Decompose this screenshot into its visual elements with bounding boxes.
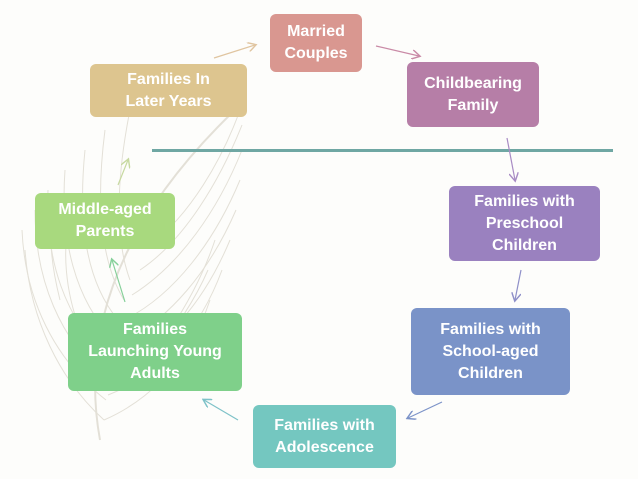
- stage-later-years: Families In Later Years: [90, 64, 247, 117]
- arrow-middleaged-to-lateryears: [117, 160, 128, 186]
- stage-middle-aged-parents: Middle-aged Parents: [35, 193, 175, 249]
- arrow-married-to-childbearing: [375, 45, 419, 56]
- arrow-schoolaged-to-adolescence: [408, 401, 443, 418]
- stage-school-aged-children: Families with School-aged Children: [411, 308, 570, 395]
- arrow-adolescence-to-launching: [204, 400, 239, 421]
- arrow-launching-to-middleaged: [112, 260, 126, 303]
- arrow-preschool-to-schoolaged: [515, 269, 522, 300]
- stage-preschool-children: Families with Preschool Children: [449, 186, 600, 261]
- stage-married-couples: Married Couples: [270, 14, 362, 72]
- arrow-childbearing-to-preschool: [506, 137, 515, 180]
- divider-line: [152, 149, 613, 152]
- stage-childbearing-family: Childbearing Family: [407, 62, 539, 127]
- arrow-lateryears-to-married: [213, 45, 255, 59]
- stage-launching-young-adults: Families Launching Young Adults: [68, 313, 242, 391]
- stage-adolescence: Families with Adolescence: [253, 405, 396, 468]
